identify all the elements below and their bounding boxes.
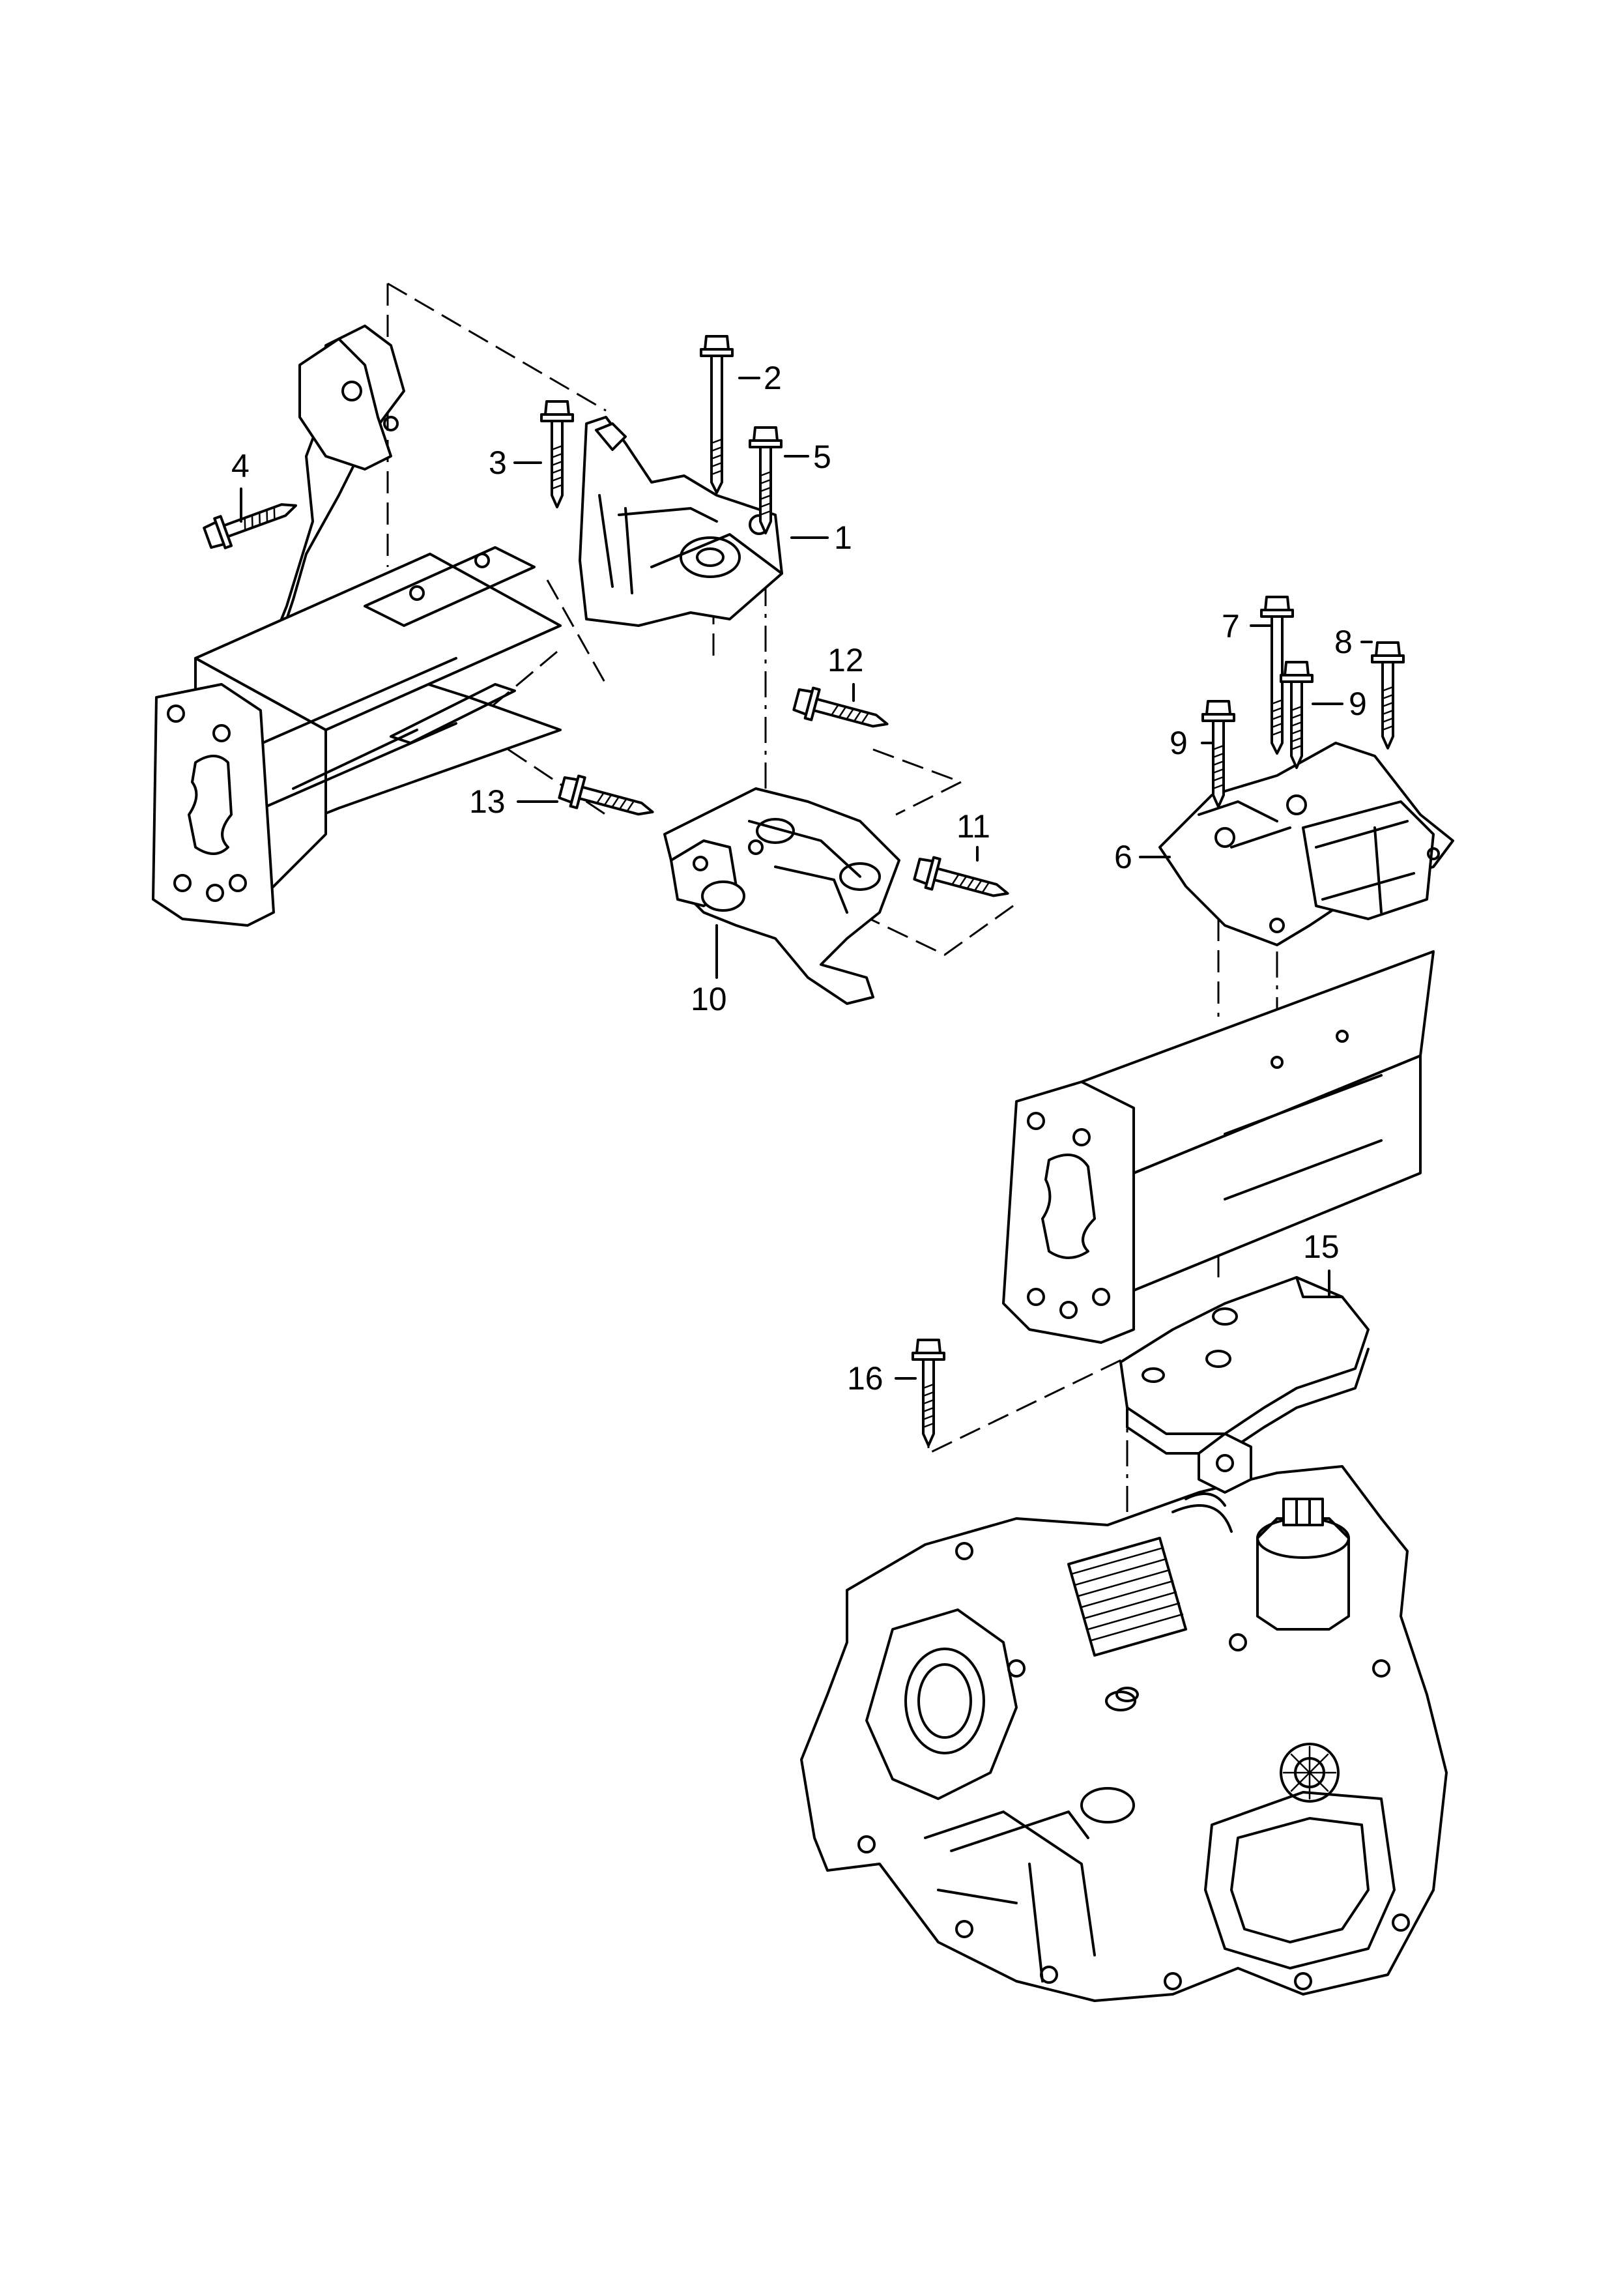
gearbox	[800, 1432, 1448, 2002]
callout-10: 10	[691, 981, 727, 1017]
bolt-3	[540, 400, 574, 508]
bolt-2	[700, 335, 734, 494]
leader-lines	[240, 377, 1373, 1380]
bracket-15	[1119, 1276, 1370, 1455]
callout-13: 13	[469, 783, 506, 820]
bolt-16	[912, 1339, 945, 1447]
bolt-12	[791, 683, 893, 741]
callout-9-a: 9	[1170, 725, 1188, 761]
callout-6: 6	[1114, 839, 1132, 875]
callout-2: 2	[764, 360, 782, 396]
bolt-13	[556, 771, 658, 829]
transmission-mount-6	[1158, 742, 1454, 946]
callout-8: 8	[1334, 624, 1353, 660]
bolt-4	[201, 489, 303, 554]
callout-1: 1	[834, 519, 852, 556]
callout-3: 3	[489, 444, 507, 481]
callout-12: 12	[827, 642, 864, 678]
bolt-11	[912, 852, 1013, 910]
callout-4: 4	[231, 448, 250, 484]
left-subframe	[152, 325, 562, 927]
engine-mount-1	[579, 416, 783, 627]
callout-15: 15	[1303, 1228, 1340, 1265]
bolt-9-b	[1280, 661, 1314, 769]
right-crossmember	[1002, 950, 1435, 1344]
callout-11: 11	[956, 808, 990, 845]
bolt-8	[1371, 641, 1405, 749]
support-bracket-10	[663, 787, 900, 1005]
callout-5: 5	[813, 439, 831, 475]
callout-9-b: 9	[1349, 686, 1367, 722]
callout-16: 16	[847, 1360, 883, 1397]
callout-labels: 1 2 3 4 5 6 7 8 9 9 10 11 12 13 15 16	[231, 360, 1367, 1397]
callout-7: 7	[1222, 608, 1240, 645]
